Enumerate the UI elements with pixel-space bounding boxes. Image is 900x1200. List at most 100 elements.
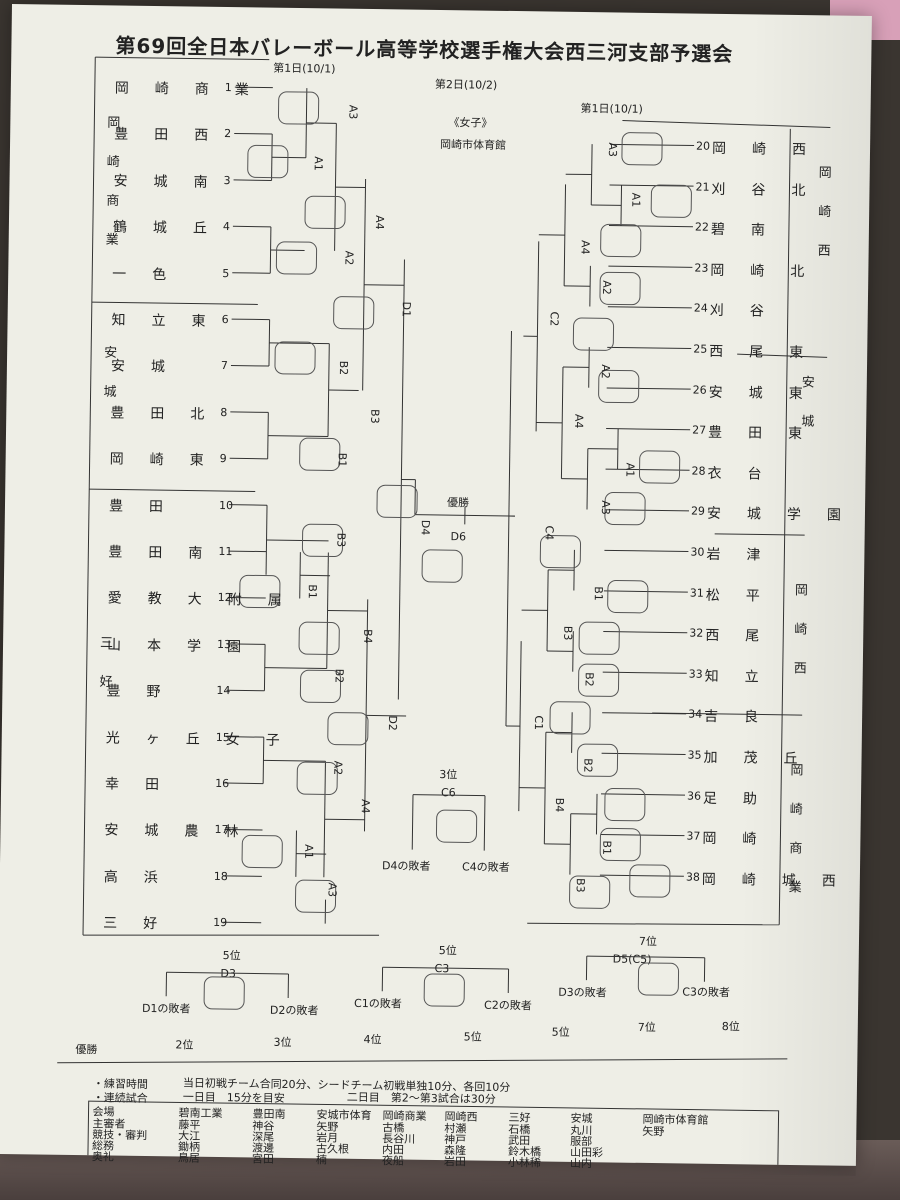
left-team-number: 15 — [215, 730, 230, 744]
right-team-name: 安城学園 — [706, 506, 868, 525]
left-team-number: 16 — [215, 776, 230, 791]
right-group-label: 岡崎西 — [790, 582, 807, 701]
officials-cell: 楠 — [315, 1153, 327, 1167]
left-team-number: 12 — [217, 591, 232, 605]
right-team-name: 衣台 — [707, 465, 788, 483]
left-team-name: 一色 — [112, 266, 193, 284]
left-match-code: A1 — [311, 156, 325, 171]
right-team-number: 33 — [688, 667, 703, 681]
right-team-name: 碧南 — [710, 221, 792, 240]
left-team-name: 光ヶ丘女子 — [105, 729, 306, 749]
right-match-code: B4 — [552, 797, 566, 813]
right-match-code: A3 — [598, 500, 613, 515]
left-team-name: 高浜 — [103, 869, 184, 887]
right-match-code: B3 — [561, 625, 575, 641]
left-match-code: A3 — [325, 882, 339, 898]
right-group-label: 岡崎西 — [814, 165, 831, 283]
officials-cell: 夜船 — [381, 1154, 404, 1168]
right-match-code: C2 — [547, 311, 561, 327]
left-match-code: A3 — [346, 104, 360, 120]
left-team-number: 18 — [213, 869, 228, 883]
left-team-name: 豊田北 — [110, 405, 231, 423]
left-team-number: 8 — [220, 405, 228, 419]
right-team-number: 22 — [694, 220, 710, 234]
right-team-number: 38 — [685, 870, 700, 884]
left-match-code: D1 — [399, 301, 413, 318]
left-team-number: 10 — [218, 498, 234, 512]
left-match-code: B2 — [332, 668, 346, 684]
right-match-code: B2 — [581, 758, 595, 773]
right-team-name: 加茂丘 — [703, 749, 824, 768]
right-team-number: 20 — [695, 139, 711, 153]
right-team-number: 24 — [693, 301, 708, 316]
left-match-code: B1 — [335, 452, 349, 468]
left-match-code: A4 — [358, 798, 372, 814]
right-team-number: 25 — [693, 342, 708, 356]
left-team-number: 11 — [218, 544, 233, 559]
left-team-name: 鶴城丘 — [112, 219, 233, 238]
right-match-code: A4 — [572, 413, 586, 429]
officials-cell: 宮田 — [251, 1152, 274, 1166]
right-team-name: 知立 — [704, 668, 785, 686]
left-team-number: 1 — [224, 80, 232, 95]
left-team-name: 豊田 — [108, 497, 190, 516]
right-group-label: 安城 — [797, 375, 814, 454]
left-match-code: A2 — [331, 760, 345, 776]
right-team-number: 23 — [694, 261, 709, 275]
right-team-number: 35 — [687, 748, 702, 762]
right-team-number: 31 — [689, 586, 704, 600]
left-match-code: B3 — [334, 532, 348, 548]
right-match-code: A3 — [605, 142, 620, 158]
left-team-number: 5 — [222, 266, 230, 280]
officials-cell: 奥礼 — [91, 1150, 115, 1164]
right-team-name: 岩津 — [706, 546, 787, 564]
left-team-name: 安城農林 — [104, 822, 265, 841]
right-team-number: 26 — [692, 383, 707, 397]
right-team-number: 29 — [690, 504, 706, 519]
bracket-lines — [57, 56, 831, 1166]
left-match-code: B2 — [336, 360, 351, 376]
left-match-code: B3 — [368, 409, 382, 424]
right-match-code: A2 — [599, 280, 614, 295]
right-team-name: 西尾東 — [709, 343, 830, 362]
right-team-number: 27 — [692, 423, 707, 437]
left-match-code: D4 — [418, 519, 432, 536]
left-match-code: B1 — [305, 584, 319, 599]
right-team-number: 32 — [689, 626, 704, 640]
left-team-name: 安城 — [110, 358, 192, 376]
officials-cell: 矢野 — [642, 1124, 665, 1139]
right-team-name: 吉良 — [703, 709, 785, 727]
right-match-code: C1 — [531, 715, 546, 731]
left-team-name: 愛教大附属 — [107, 590, 308, 610]
right-team-number: 37 — [686, 829, 701, 843]
right-match-code: A1 — [629, 192, 643, 208]
left-team-name: 安城南 — [113, 173, 234, 191]
left-match-code: A2 — [342, 250, 356, 266]
left-match-code: D2 — [385, 715, 400, 731]
right-team-name: 刈谷 — [709, 303, 790, 321]
right-team-name: 西尾 — [705, 627, 786, 646]
left-team-number: 7 — [220, 359, 229, 373]
left-team-name: 岡崎東 — [109, 451, 230, 470]
right-match-code: B2 — [582, 672, 596, 687]
right-team-number: 21 — [695, 180, 710, 194]
left-team-number: 14 — [216, 684, 231, 698]
officials-cell: 岩田 — [443, 1155, 466, 1169]
officials-cell: 鳥居 — [177, 1151, 200, 1165]
right-match-code: A4 — [578, 239, 592, 255]
left-group-label: 安城 — [100, 345, 117, 424]
right-team-number: 28 — [691, 464, 706, 478]
right-match-code: A1 — [623, 462, 637, 478]
right-group-label: 岡崎商業 — [785, 762, 803, 920]
right-team-name: 足助 — [702, 790, 784, 808]
left-team-name: 山本学園 — [106, 637, 268, 656]
left-match-code: A4 — [372, 215, 387, 230]
right-team-name: 岡崎 — [702, 830, 783, 849]
right-match-code: C4 — [542, 525, 556, 541]
left-team-number: 4 — [222, 220, 231, 234]
left-group-label: 三好 — [96, 635, 113, 714]
left-team-number: 9 — [219, 452, 227, 466]
left-match-code: B4 — [361, 628, 375, 644]
right-match-code: B1 — [591, 586, 605, 601]
